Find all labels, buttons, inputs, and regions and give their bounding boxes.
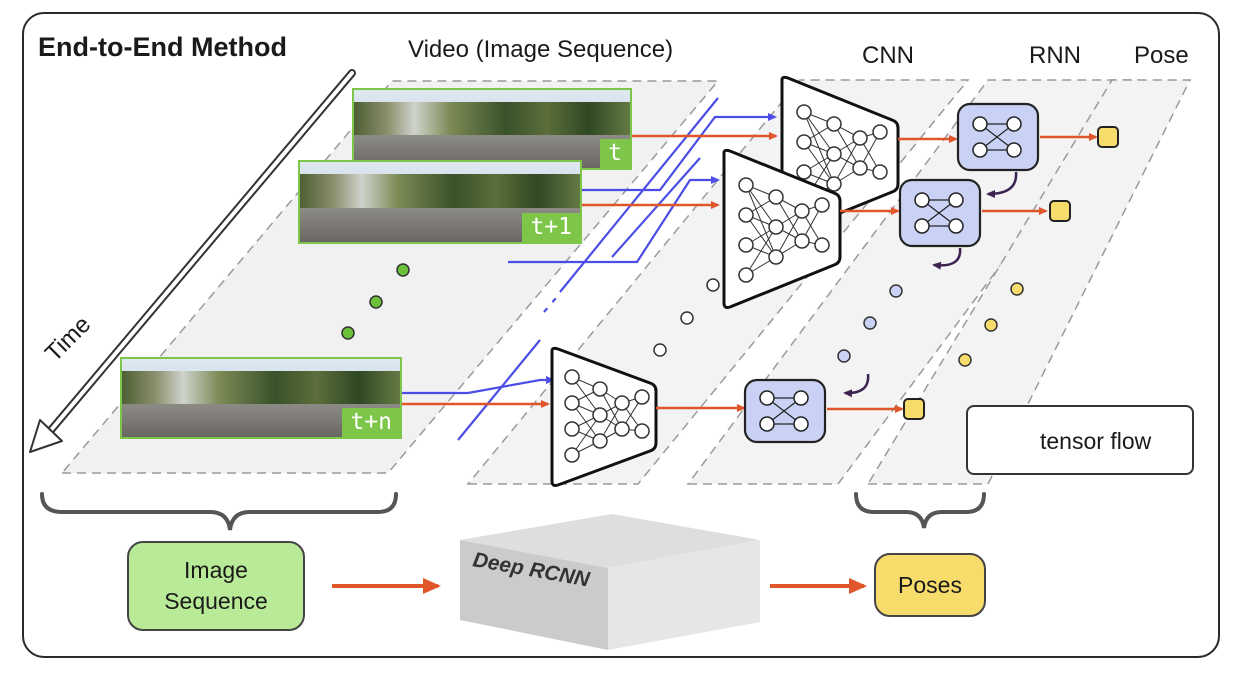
- pose-label: Pose: [1134, 42, 1189, 69]
- legend-box: [966, 405, 1194, 475]
- cnn-network-2: [722, 148, 842, 309]
- rnn-ellipsis-dots: [837, 284, 903, 363]
- frame-ellipsis-dots: [341, 263, 410, 340]
- frame-tag-t: t: [600, 139, 630, 168]
- brace-left: [40, 492, 398, 531]
- cnn-ellipsis-dots: [653, 278, 720, 357]
- orange-flow-frames-to-cnn: [400, 132, 778, 408]
- frame-image-t-plus-n: t+n: [120, 357, 402, 439]
- legend-text: tensor flow: [1040, 428, 1152, 454]
- frame-image-t: t: [352, 88, 632, 170]
- poses-label: Poses: [898, 571, 962, 598]
- frame-tag-t-plus-1: t+1: [522, 213, 580, 242]
- rnn-label: RNN: [1029, 42, 1081, 69]
- frame-image-t-plus-1: t+1: [298, 160, 582, 244]
- pose-outputs: [903, 126, 1119, 420]
- orange-flow-cnn-to-rnn: [656, 135, 958, 412]
- rnn-cell-1: [956, 102, 1040, 172]
- orange-flow-rnn-to-pose: [827, 133, 1098, 413]
- deep-rcnn-box: [460, 514, 760, 650]
- time-arrow: [29, 69, 356, 453]
- video-label: Video (Image Sequence): [408, 36, 674, 63]
- rnn-cell-n: [743, 378, 827, 444]
- frame-tag-t-plus-n: t+n: [342, 408, 400, 437]
- poses-box: Poses: [874, 553, 986, 617]
- image-sequence-label: Image Sequence: [164, 556, 268, 614]
- rnn-cell-2: [898, 178, 982, 248]
- blue-flow-lines: [388, 97, 777, 441]
- brace-right: [854, 492, 986, 529]
- image-sequence-box: Image Sequence: [127, 541, 305, 631]
- purple-recurrent-arrows: [843, 171, 1018, 398]
- cnn-network-n: [550, 346, 658, 487]
- pose-plane: [866, 79, 1192, 485]
- pose-ellipsis-dots: [958, 282, 1024, 367]
- cnn-label: CNN: [862, 42, 914, 69]
- diagram-title: End-to-End Method: [38, 32, 287, 62]
